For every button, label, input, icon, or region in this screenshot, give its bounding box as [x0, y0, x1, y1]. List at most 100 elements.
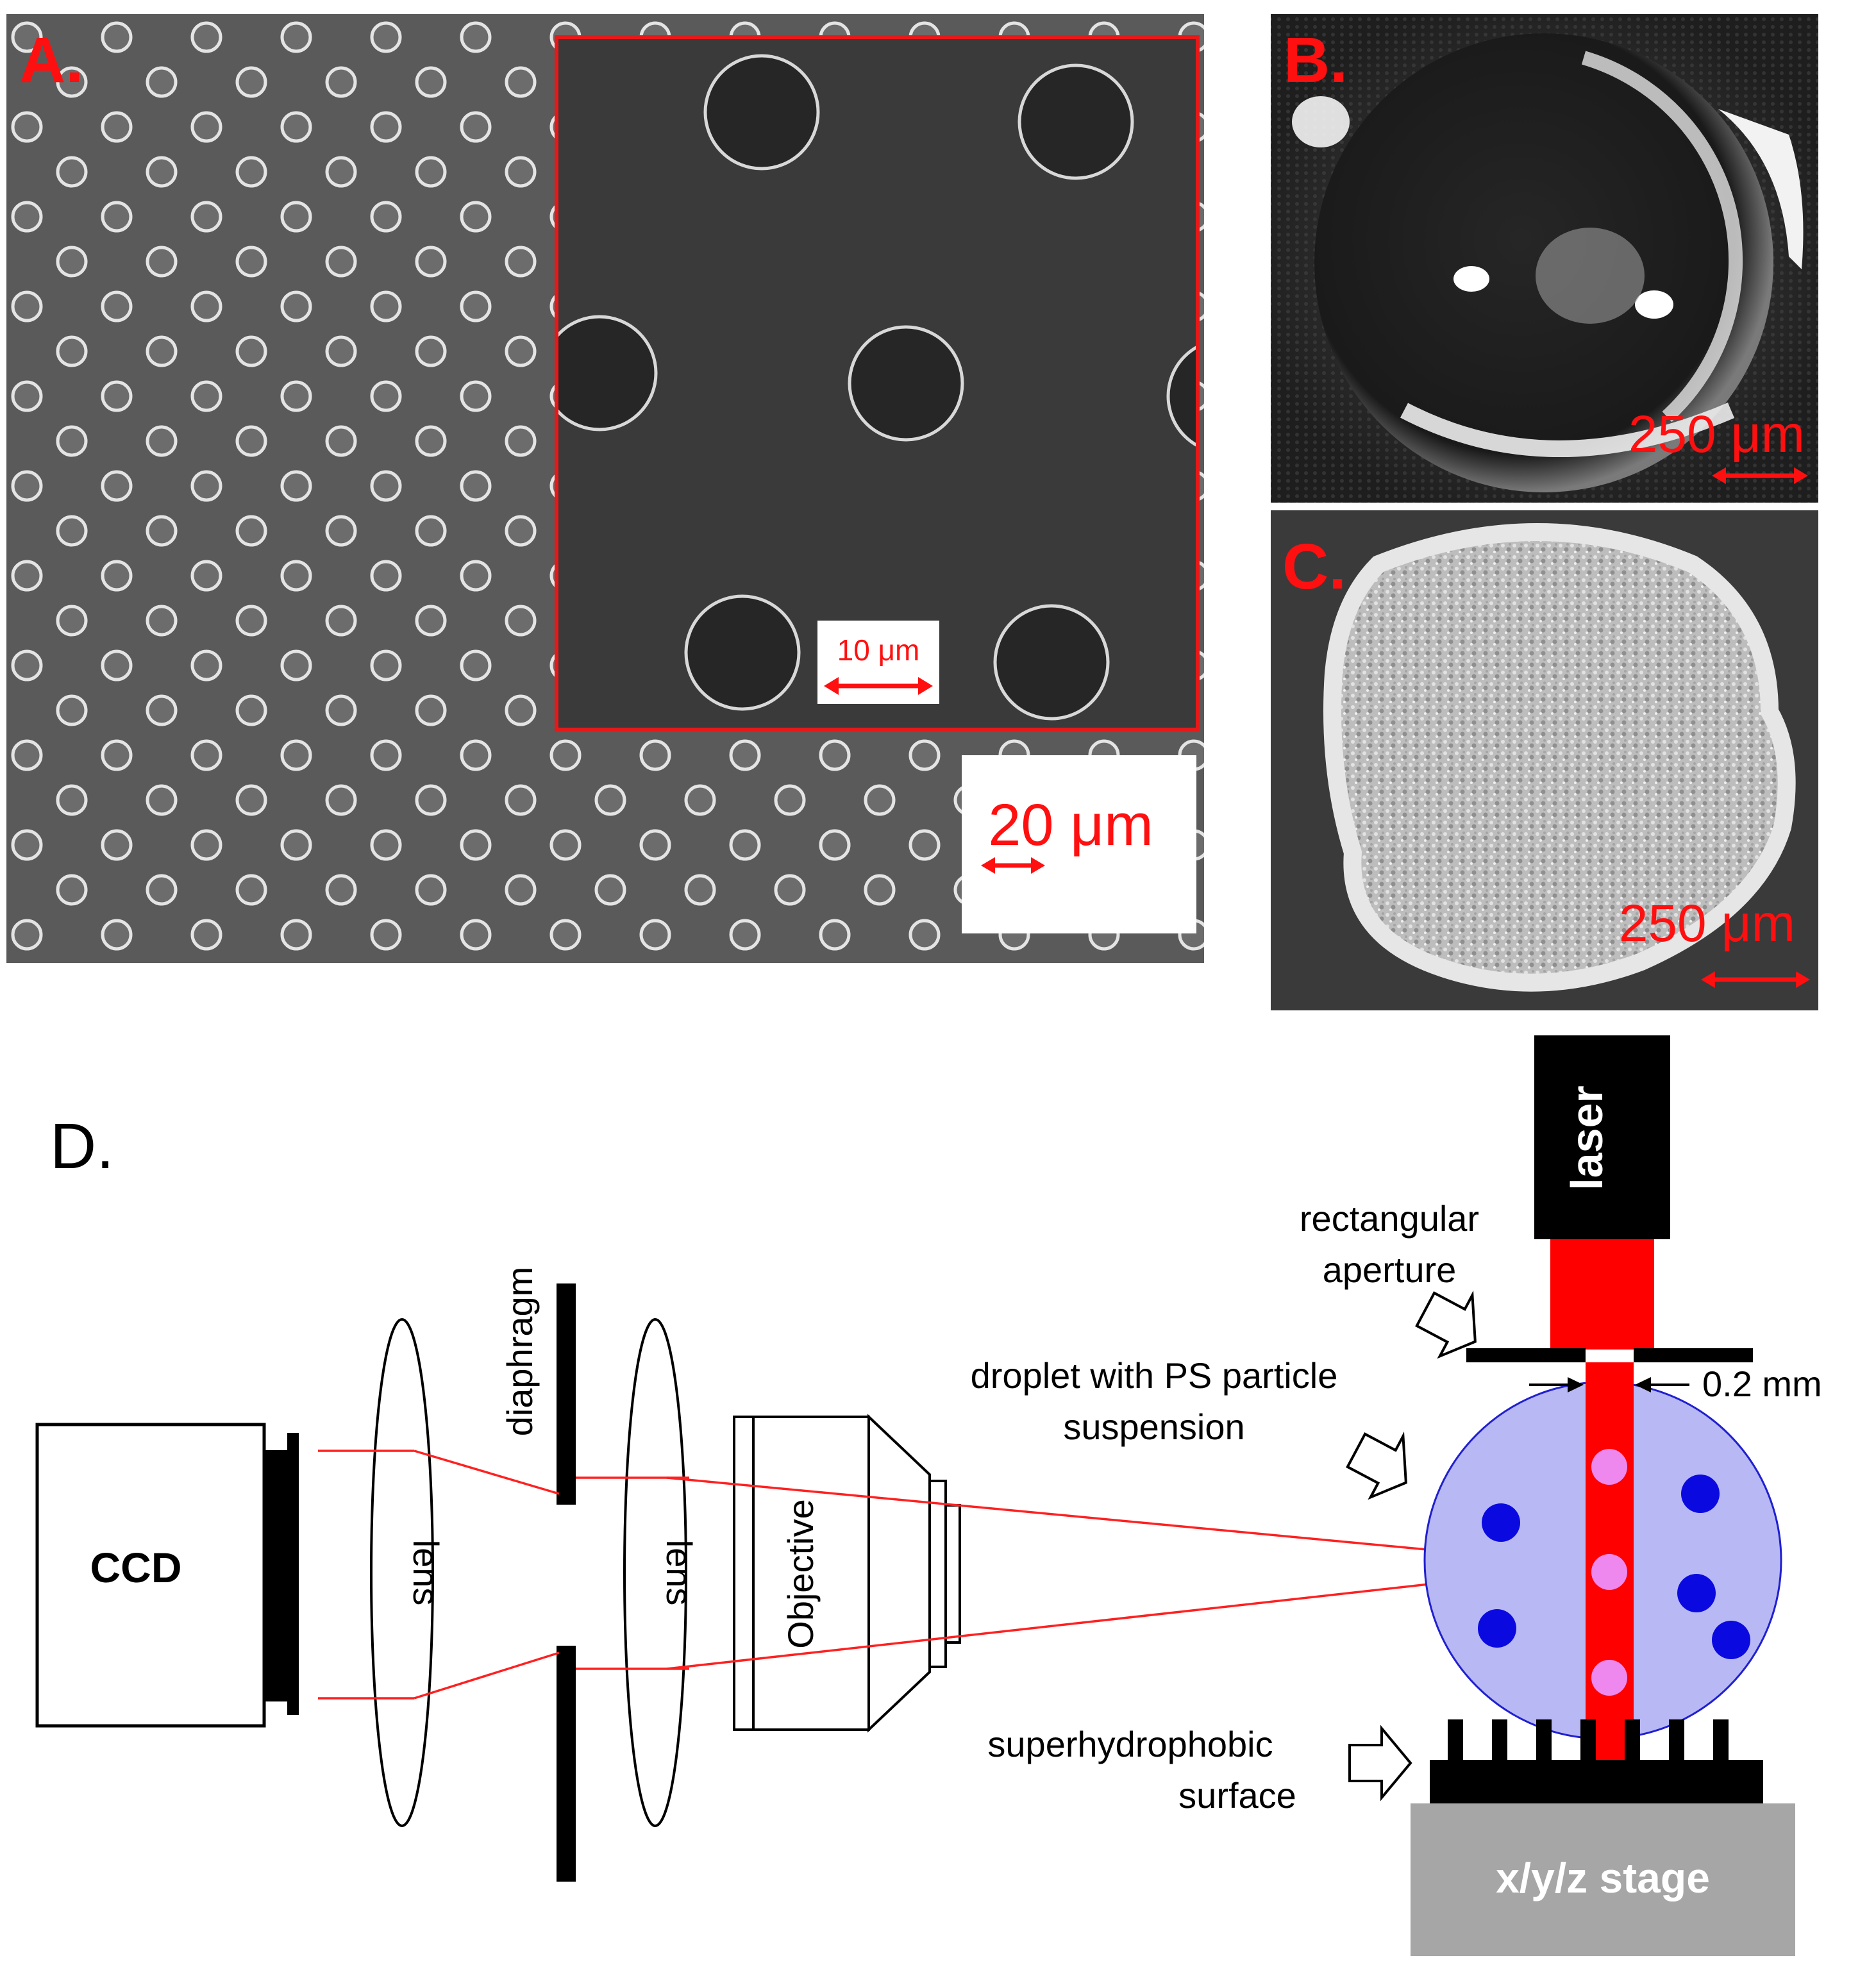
pillar — [11, 829, 43, 861]
pillar — [325, 694, 357, 726]
pillar — [729, 739, 761, 771]
particle-deposit — [1323, 523, 1796, 992]
pillar — [11, 380, 43, 412]
pillar — [370, 739, 402, 771]
pillar — [417, 965, 445, 994]
surface-pointer-arrow — [1348, 1725, 1412, 1801]
pillar — [1225, 158, 1253, 186]
ps-particles — [1478, 1475, 1750, 1659]
pillar — [147, 965, 176, 994]
pillar — [596, 965, 624, 994]
pillar — [460, 829, 492, 861]
pillar — [327, 965, 355, 994]
pillar — [325, 335, 357, 367]
pillar — [56, 784, 88, 816]
laser-label: laser — [1562, 1085, 1612, 1190]
panel-d-letter: D. — [50, 1110, 114, 1182]
panel-d: D. CCD lens diaphragm lens Objective — [35, 1035, 1822, 1956]
pillar — [325, 66, 357, 98]
pillar — [1225, 337, 1253, 365]
pillar — [146, 515, 178, 547]
pillar — [1135, 965, 1163, 994]
pillar — [325, 515, 357, 547]
pillar — [280, 201, 312, 233]
pillar — [11, 290, 43, 322]
illuminated-particles — [1591, 1449, 1627, 1696]
pillar — [415, 874, 447, 906]
pillar — [146, 335, 178, 367]
pillar — [325, 605, 357, 637]
lens-1-label: lens — [406, 1540, 446, 1606]
pillar — [370, 829, 402, 861]
pillar — [370, 201, 402, 233]
panel-b-scale-label: 250 μm — [1629, 405, 1805, 464]
pillar — [280, 919, 312, 951]
pillar — [955, 965, 984, 994]
pillar — [56, 425, 88, 457]
panel-c-letter: C. — [1282, 531, 1346, 603]
pillar — [237, 965, 265, 994]
pillar — [549, 829, 582, 861]
pillar — [235, 784, 267, 816]
inset-scale-label: 10 μm — [837, 633, 920, 667]
pillar — [190, 21, 222, 53]
pillar — [146, 874, 178, 906]
pillar — [190, 560, 222, 592]
pillar — [684, 874, 716, 906]
aperture-label-line1: rectangular — [1300, 1198, 1479, 1239]
pillar — [1225, 427, 1253, 455]
pillar — [460, 290, 492, 322]
pillar — [774, 784, 806, 816]
pillar — [1225, 876, 1253, 904]
pillar — [370, 649, 402, 681]
pillar — [1225, 517, 1253, 545]
pillar — [505, 246, 537, 278]
pillar — [280, 649, 312, 681]
pillar — [146, 156, 178, 188]
pillar — [864, 874, 896, 906]
pillar — [505, 335, 537, 367]
objective-label: Objective — [780, 1499, 821, 1648]
aperture-plate-right — [1634, 1348, 1753, 1362]
pillar — [280, 829, 312, 861]
pillar — [101, 111, 133, 143]
lens-1 — [370, 1318, 434, 1827]
pillar — [460, 470, 492, 502]
pillar — [639, 919, 671, 951]
pillar — [460, 560, 492, 592]
diaphragm-label: diaphragm — [499, 1267, 540, 1437]
pillar — [505, 156, 537, 188]
panel-b-letter: B. — [1284, 24, 1348, 96]
pillar — [11, 470, 43, 502]
droplet-label-line1: droplet with PS particle — [971, 1355, 1338, 1396]
pillar — [1225, 965, 1253, 994]
pillar — [101, 560, 133, 592]
pillar — [280, 290, 312, 322]
pillar — [549, 919, 582, 951]
pillar — [1225, 696, 1253, 724]
pillar — [101, 201, 133, 233]
pillar — [146, 425, 178, 457]
pillar — [11, 649, 43, 681]
pillar — [639, 829, 671, 861]
pillar — [190, 111, 222, 143]
pillar — [594, 784, 626, 816]
droplet-pointer-arrow — [1346, 1431, 1407, 1500]
pillar — [1225, 786, 1253, 814]
pillar — [819, 829, 851, 861]
panel-c-scale-label: 250 μm — [1619, 894, 1795, 953]
pillar — [235, 515, 267, 547]
pillar — [776, 965, 804, 994]
pillar — [146, 694, 178, 726]
diaphragm-top — [557, 1283, 576, 1505]
pillar — [11, 919, 43, 951]
pillar — [864, 784, 896, 816]
pillar — [415, 156, 447, 188]
pillar — [235, 425, 267, 457]
pillar — [190, 739, 222, 771]
surface-label-line2: surface — [1178, 1775, 1296, 1816]
pillar — [460, 380, 492, 412]
pillar — [56, 156, 88, 188]
pillar — [370, 560, 402, 592]
